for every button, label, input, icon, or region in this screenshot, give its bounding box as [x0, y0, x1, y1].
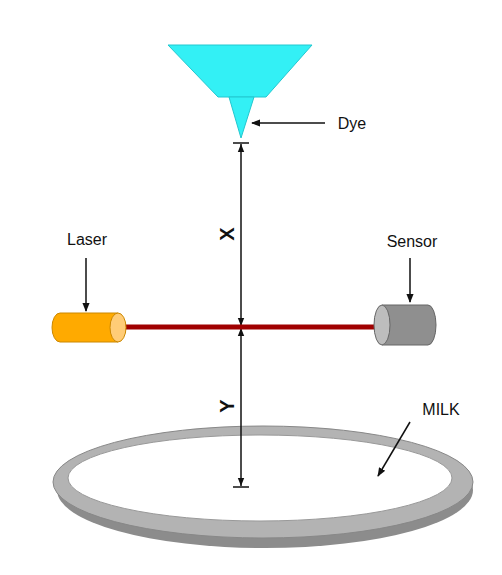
dye-nozzle	[229, 97, 254, 138]
dish-rim	[53, 426, 473, 538]
part-label: Laser	[67, 232, 107, 248]
part-label: MILK	[422, 402, 459, 418]
dimension-tick	[233, 142, 249, 144]
sensor-face	[374, 305, 390, 345]
dimension-label: Y	[217, 399, 237, 412]
dimension-tick	[233, 486, 249, 488]
dimension-line	[240, 144, 242, 326]
leader-line	[409, 258, 411, 302]
leader-line	[252, 122, 325, 124]
dye-funnel	[168, 45, 312, 97]
laser-body	[52, 313, 118, 342]
part-label: Sensor	[387, 234, 438, 250]
part-label: Dye	[338, 116, 366, 132]
dimension-label: X	[217, 227, 237, 240]
laser-beam	[118, 325, 382, 330]
leader-line	[85, 258, 87, 311]
leader-line	[378, 422, 410, 476]
laser-end	[110, 313, 126, 342]
dimension-line	[240, 328, 242, 486]
